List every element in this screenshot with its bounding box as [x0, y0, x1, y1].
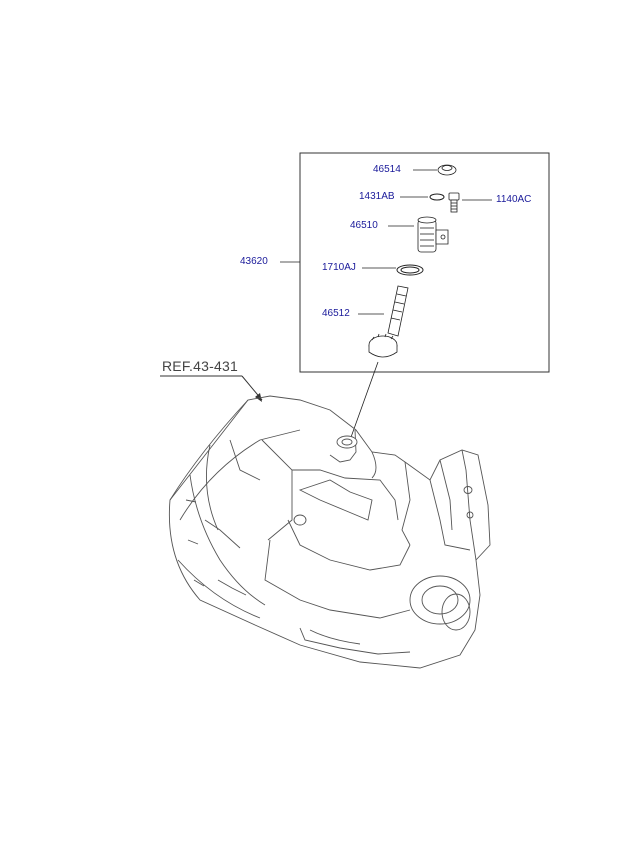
part-label-46514[interactable]: 46514 — [373, 164, 401, 175]
part-46514-cap — [437, 164, 457, 176]
ref-arrow — [160, 375, 263, 401]
ref-arrowhead — [255, 393, 262, 402]
part-label-46512[interactable]: 46512 — [322, 308, 350, 319]
part-label-1431AB[interactable]: 1431AB — [359, 191, 395, 202]
transmission-housing — [168, 395, 491, 669]
ref-label[interactable]: REF.43-431 — [162, 358, 238, 374]
part-label-46510[interactable]: 46510 — [350, 220, 378, 231]
part-label-1710AJ[interactable]: 1710AJ — [322, 262, 356, 273]
part-1431AB-oring — [429, 193, 445, 201]
detail-box — [299, 152, 550, 373]
part-1710AJ-ring — [396, 264, 424, 276]
leader-shaft-to-housing — [349, 361, 379, 441]
leader-lines — [358, 169, 492, 315]
part-1140AC-bolt — [448, 192, 460, 213]
part-46512-shaft — [368, 285, 409, 358]
housing-port — [336, 435, 358, 449]
part-46510-sleeve — [417, 216, 449, 253]
part-label-1140AC[interactable]: 1140AC — [496, 194, 532, 205]
assembly-label-43620[interactable]: 43620 — [240, 256, 268, 267]
